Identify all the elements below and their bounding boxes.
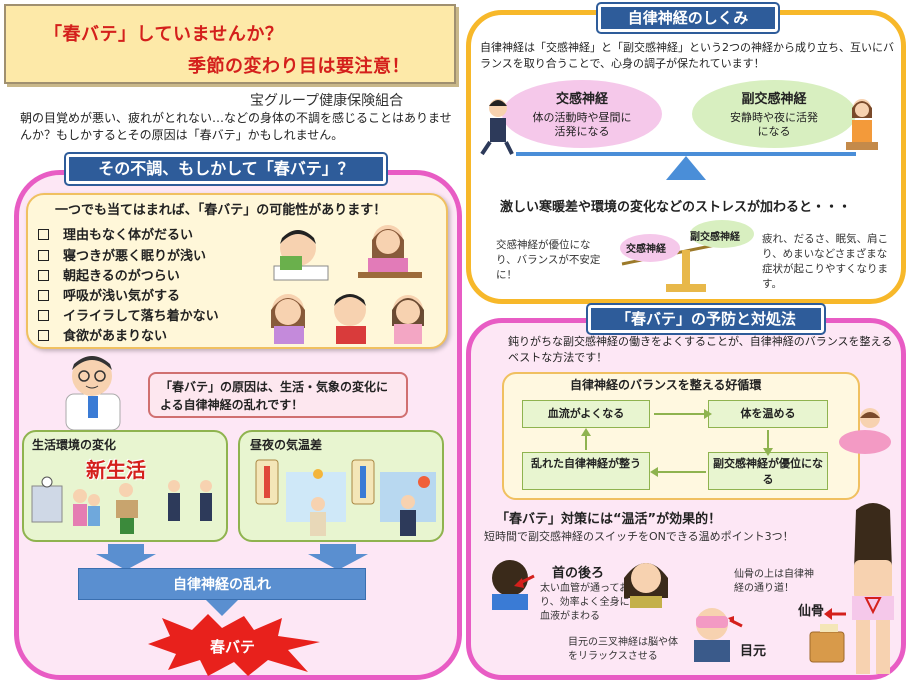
down-arrow-icon: [308, 544, 368, 570]
sacrum-label: 仙骨: [798, 604, 825, 619]
organization-name: 宝グループ健康保険組合: [250, 93, 404, 109]
checklist-item: 朝起きるのがつらい: [38, 265, 180, 284]
checkbox-icon: [38, 229, 49, 240]
checklist-title: 一つでも当てはまれば、「春バテ」の可能性があります！: [55, 203, 387, 218]
sleepy-boy-icon: [273, 230, 329, 281]
scale-sympathetic-label: 交感神経: [626, 244, 666, 255]
new-life-people-illustration: [31, 476, 212, 534]
sympathetic-title: 交感神経: [555, 92, 608, 107]
cycle-arrows: [581, 409, 773, 477]
sacrum-note: 仙骨の上は自律神経の通り道！: [734, 569, 814, 594]
sympathetic-dominant-note: 交感神経が優位になり、バランスが不安定に！: [496, 239, 601, 281]
sympathetic-description: 体の活動時や昼間に活発になる: [532, 111, 632, 138]
red-arrow-icon: [824, 608, 846, 620]
checkbox-icon: [38, 250, 49, 261]
tired-people-illustration: [271, 225, 424, 344]
checklist-item: 寝つきが悪く眠りが浅い: [38, 245, 206, 264]
checkbox-icon: [38, 270, 49, 281]
neck-note: 太い血管が通っており、効率よく全身に血液がまわる: [540, 583, 630, 622]
stress-heading: 激しい寒暖差や環境の変化などのストレスが加わると・・・: [500, 200, 852, 215]
bird-icon: [313, 469, 323, 479]
title-line-2: 季節の変わり目は要注意！: [188, 56, 410, 77]
cycle-parasympathetic: 副交感神経が優位になる: [708, 452, 828, 490]
lifestyle-change-title: 生活環境の変化: [32, 438, 117, 452]
title-banner: 「春バテ」していませんか？ 季節の変わり目は要注意！: [4, 4, 456, 84]
autonomic-disorder-bar: 自律神経の乱れ: [78, 568, 366, 600]
intro-text: 朝の目覚めが悪い、疲れがとれない…などの身体の不調を感じることはありませんか？も…: [20, 111, 452, 142]
neck-label: 首の後ろ: [552, 566, 605, 581]
fulcrum-icon: [666, 156, 706, 180]
prevention-header: 「春バテ」の予防と対処法: [588, 305, 824, 333]
down-arrow-icon: [96, 544, 156, 570]
checkbox-icon: [38, 310, 49, 321]
neck-back-boy-icon: [492, 560, 535, 610]
eye-mask-person-icon: [694, 608, 743, 662]
sun-icon: [418, 476, 430, 488]
woman-back-sacrum-icon: [852, 503, 894, 674]
tilted-scale-icon: [620, 220, 754, 292]
checklist-item: 理由もなく体がだるい: [38, 224, 193, 243]
checklist-item: 呼吸が浅い気がする: [38, 285, 180, 304]
checklist-item: イライラして落ち着かない: [38, 305, 219, 324]
bathing-woman-icon: [839, 408, 891, 454]
checkbox-icon: [38, 290, 49, 301]
left-section-header: その不調、もしかして「春バテ」？: [66, 154, 386, 184]
checklist-item: 食欲があまりない: [38, 325, 167, 344]
sacrum-marker-icon: [864, 597, 882, 615]
arrow-down-icon: [763, 448, 773, 456]
tired-girl-eating-icon: [358, 225, 422, 278]
cycle-warm-body: 体を温める: [708, 400, 828, 428]
scale-parasympathetic-label: 副交感神経: [690, 232, 740, 243]
angry-boy-icon: [334, 294, 366, 344]
doctor-icon: [65, 356, 121, 430]
woman-face-icon: [624, 563, 668, 608]
eye-label: 目元: [740, 644, 767, 659]
cycle-blood-flow: 血流がよくなる: [522, 400, 650, 428]
parasympathetic-ellipse: 副交感神経 安静時や夜に活発になる: [692, 80, 856, 148]
new-life-sign: 新生活: [86, 458, 146, 482]
doctor-speech-bubble: 「春バテ」の原因は、生活・気象の変化による自律神経の乱れです！: [148, 372, 408, 418]
spring-fatigue-label: 春バテ: [210, 638, 256, 656]
cycle-autonomic-restored: 乱れた自律神経が整う: [522, 452, 650, 490]
temperature-illustration: [255, 459, 436, 536]
spring-fatigue-burst-icon: [148, 614, 320, 676]
eye-note: 目元の三叉神経は脳や体をリラックスさせる: [568, 637, 678, 662]
balance-seesaw-illustration: [480, 99, 878, 180]
autonomic-mechanism-description: 自律神経は「交感神経」と「副交感神経」という2つの神経から成り立ち、互いにバラン…: [480, 41, 894, 70]
prevention-description: 鈍りがちな副交感神経の働きをよくすることが、自律神経のバランスを整えるベストな方…: [508, 335, 893, 364]
yawning-girl-icon: [271, 294, 305, 344]
parasympathetic-description: 安静時や夜に活発になる: [730, 111, 818, 138]
onkatsu-heading: 「春バテ」対策には“温活”が効果的！: [496, 512, 722, 527]
sympathetic-ellipse: 交感神経 体の活動時や昼間に活発になる: [502, 80, 662, 148]
red-arrow-icon: [728, 616, 734, 624]
checkbox-icon: [38, 330, 49, 341]
arrow-up-icon: [581, 428, 591, 436]
title-line-1: 「春バテ」していませんか？: [44, 24, 284, 45]
relaxing-woman-icon: [846, 99, 878, 150]
onkatsu-subtitle: 短時間で副交感神経のスイッチをONできる温めポイント3つ！: [484, 530, 794, 543]
warm-pad-icon: [809, 624, 845, 663]
sad-girl-icon: [392, 295, 424, 344]
down-arrow-icon: [206, 600, 238, 616]
good-cycle-title: 自律神経のバランスを整える好循環: [570, 378, 762, 392]
autonomic-mechanism-header: 自律神経のしくみ: [598, 4, 778, 32]
arrow-right-icon: [704, 409, 712, 419]
temperature-difference-title: 昼夜の気温差: [250, 438, 323, 452]
red-arrow-icon: [514, 578, 524, 588]
arrow-left-icon: [650, 467, 658, 477]
symptoms-note: 疲れ、だるさ、眠気、肩こり、めまいなどさまざまな症状が起こりやすくなります。: [762, 233, 889, 290]
parasympathetic-title: 副交感神経: [741, 92, 807, 107]
running-woman-icon: [480, 99, 514, 156]
